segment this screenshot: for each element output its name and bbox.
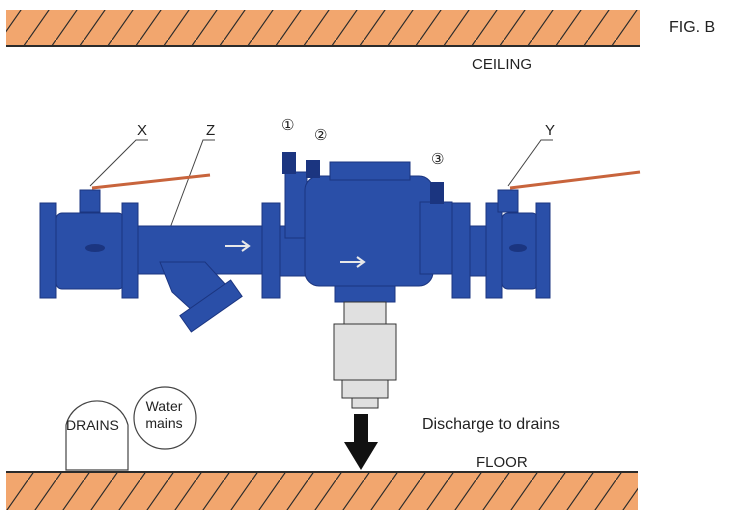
drains-symbol [65,400,129,471]
strainer-z [137,225,265,333]
water-mains-label: Water mains [145,398,183,431]
isolation-valve-x [39,173,211,299]
figure-label: FIG. B [669,19,716,36]
ceiling-hatch [6,10,640,47]
callout-z: Z [206,122,216,139]
isolation-valve-y [469,170,641,299]
discharge-outlet [333,301,397,409]
backflow-valve-body [261,152,471,303]
callout-3: ③ [431,151,445,168]
ceiling-label: CEILING [472,56,533,73]
callout-leaders [89,139,553,229]
floor-hatch [6,471,638,510]
discharge-arrow [344,414,378,470]
callout-2: ② [314,127,328,144]
callout-y: Y [545,122,556,139]
discharge-label: Discharge to drains [422,416,560,433]
drains-label: DRAINS [66,417,119,433]
callout-1: ① [281,117,295,134]
floor-label: FLOOR [476,454,528,471]
water-mains-symbol [133,386,197,450]
callout-x: X [137,122,148,139]
